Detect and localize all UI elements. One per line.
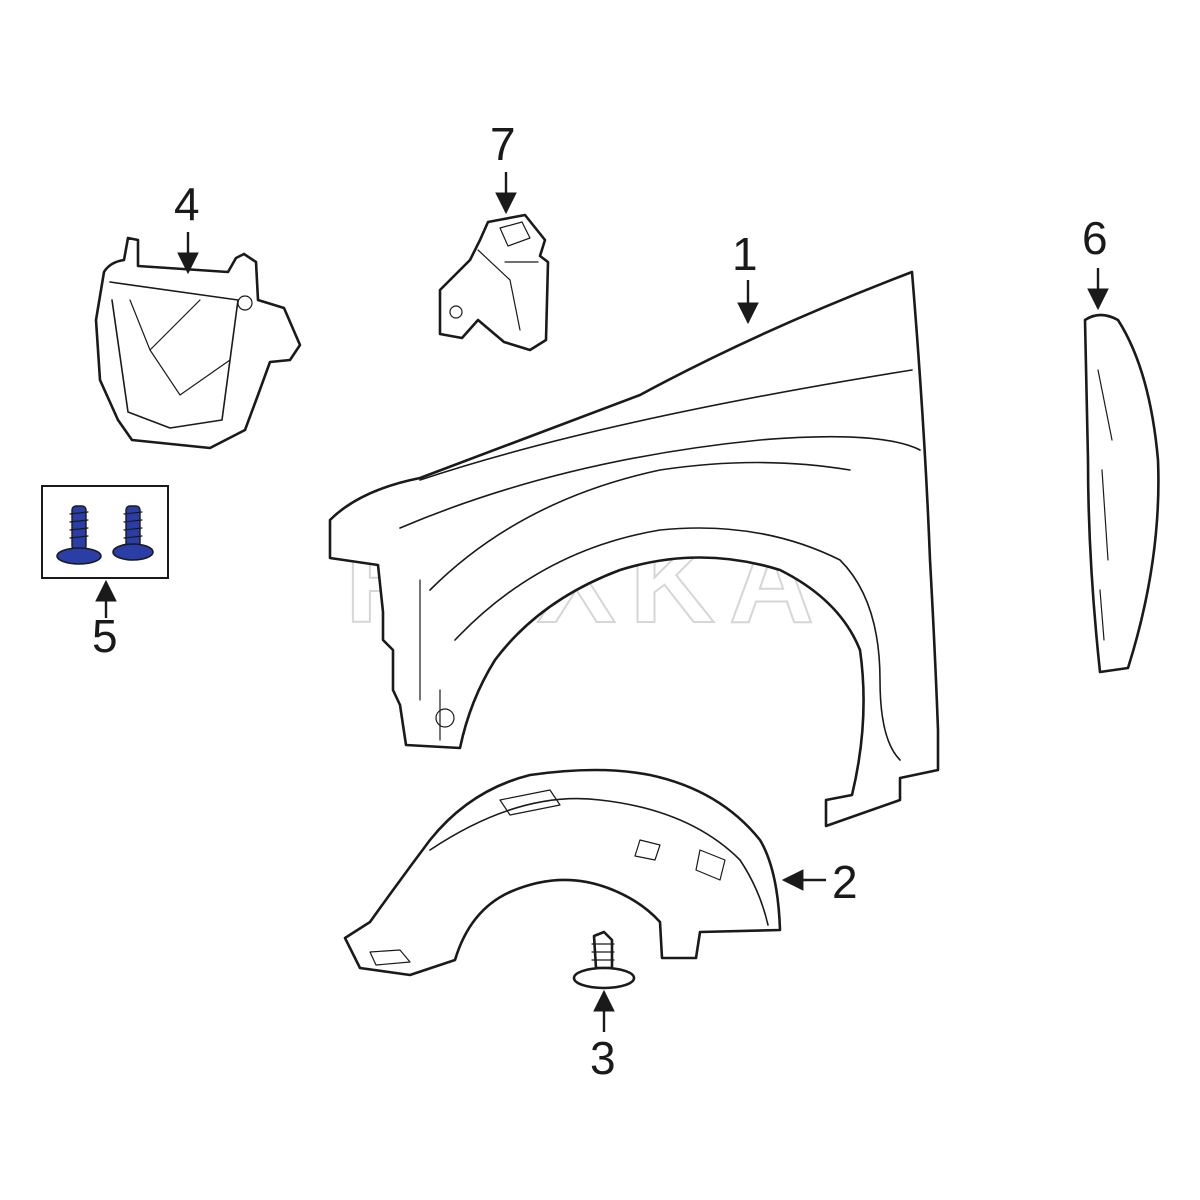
clip-part[interactable] — [572, 930, 636, 990]
fender-liner-part[interactable] — [343, 768, 782, 977]
callout-3[interactable]: 3 — [590, 1032, 616, 1084]
fender-part[interactable] — [328, 270, 940, 828]
callout-4[interactable]: 4 — [174, 178, 200, 230]
screws-frame — [41, 485, 169, 579]
callout-7[interactable]: 7 — [490, 118, 516, 170]
callout-5[interactable]: 5 — [92, 610, 118, 662]
screws-part[interactable] — [41, 485, 169, 579]
bracket-part[interactable] — [438, 213, 550, 352]
callout-6[interactable]: 6 — [1082, 212, 1108, 264]
splash-shield-part[interactable] — [94, 236, 302, 450]
molding-part[interactable] — [1083, 313, 1160, 674]
callout-2[interactable]: 2 — [832, 856, 858, 908]
callout-1[interactable]: 1 — [732, 228, 758, 280]
screw-right-icon — [112, 505, 154, 561]
screw-left-icon — [56, 505, 102, 565]
